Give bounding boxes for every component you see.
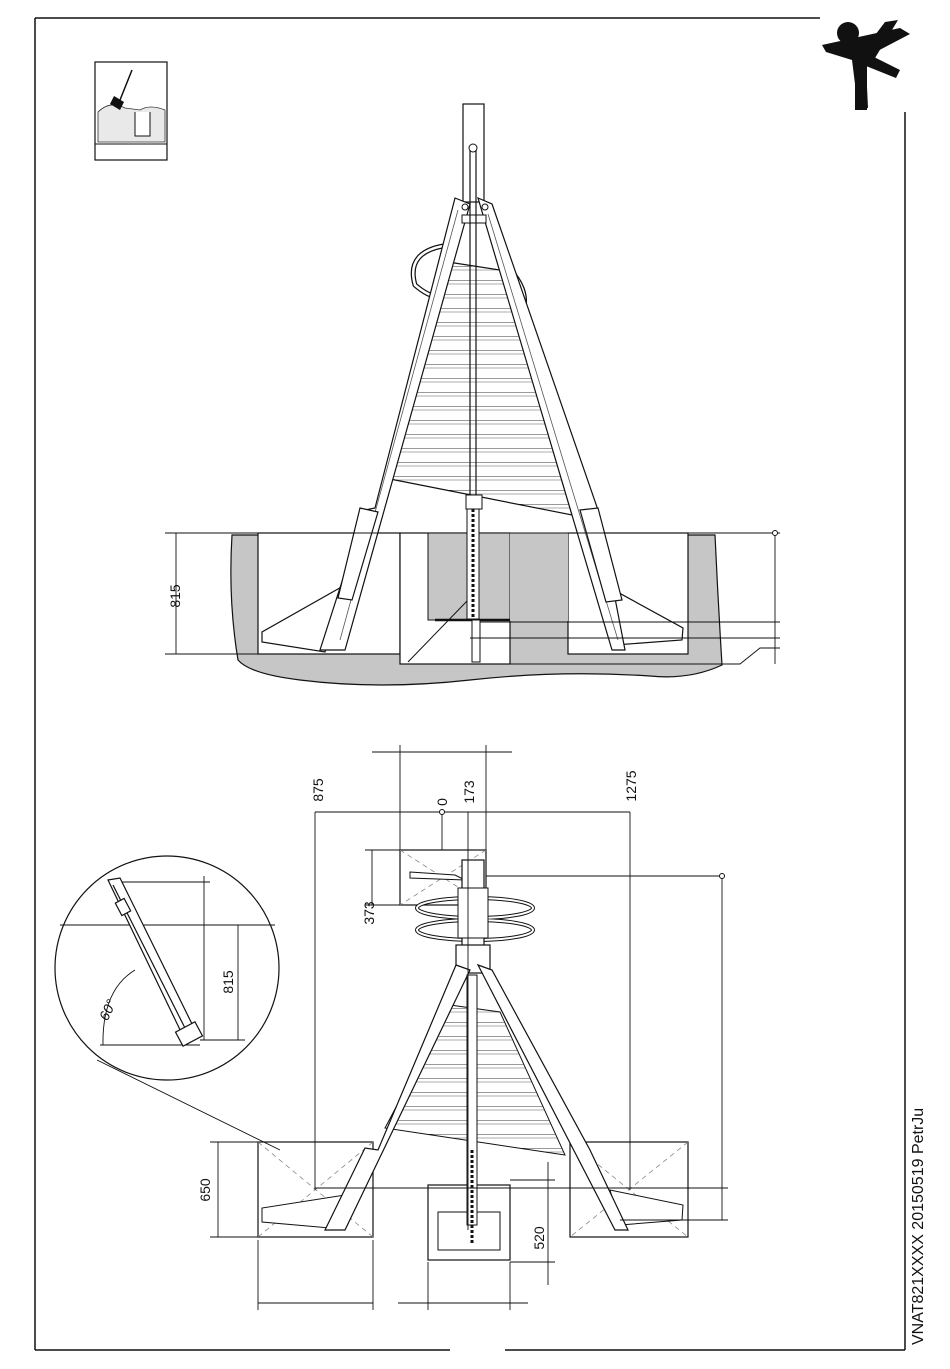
elevation-view: 815 — [165, 104, 780, 685]
digging-instruction-icon — [95, 62, 167, 160]
document-code-text: VNAT821XXXX 20150519 PetrJu — [910, 1108, 928, 1345]
side-depth-label: 815 — [167, 584, 183, 608]
top-pit-size-label: 373 — [361, 901, 377, 925]
center-pit-size-label: 520 — [531, 1226, 547, 1250]
rope-anchor-post — [466, 495, 482, 509]
offset-right-label: 1275 — [623, 770, 639, 801]
mast-top — [463, 104, 484, 202]
leg-angle-detail: 815 60° — [55, 856, 280, 1150]
origin-label: 0 — [434, 798, 450, 806]
offset-center-label: 173 — [461, 780, 477, 804]
brand-logo-figure — [822, 20, 910, 110]
plan-view: 875 0 173 1275 373 650 520 — [197, 745, 728, 1310]
detail-depth-label: 815 — [220, 970, 236, 994]
side-pit-size-label: 650 — [197, 1178, 213, 1202]
offset-left-label: 875 — [310, 778, 326, 802]
